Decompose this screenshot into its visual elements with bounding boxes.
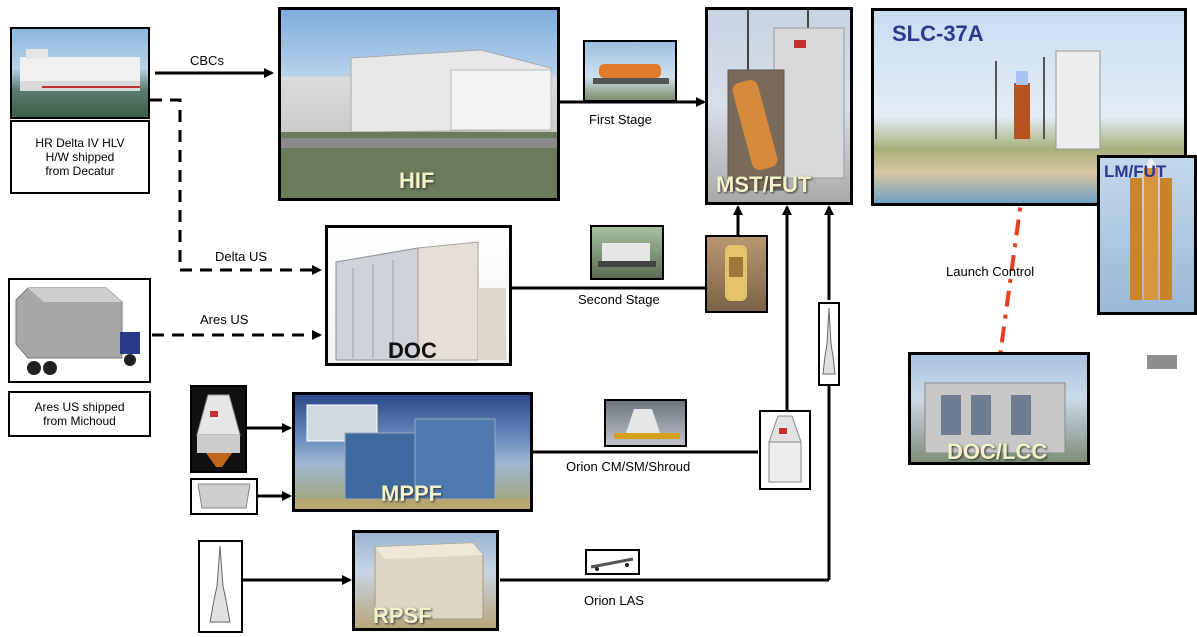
hif-hangar-icon: [281, 49, 557, 198]
mobile-service-tower-icon: [727, 10, 845, 191]
michoud-caption: Ares US shipped from Michoud: [8, 391, 151, 437]
delta-iv-heavy-icon: [1130, 158, 1172, 300]
first-stage-label: First Stage: [589, 112, 652, 127]
second-stage-label: Second Stage: [578, 292, 660, 307]
las-photo: [818, 302, 840, 386]
delta-us-dashed-line: [150, 98, 322, 275]
stage-in-tower-photo: [705, 235, 768, 313]
first-stage-booster-icon: [593, 64, 669, 84]
decatur-caption: HR Delta IV HLV H/W shipped from Decatur: [10, 120, 150, 194]
rpsf-building-photo: RPSF: [352, 530, 499, 631]
truck-photo: [8, 278, 151, 383]
orion-las-label: Orion LAS: [584, 593, 644, 608]
mst-fut-photo: MST/FUT: [705, 7, 853, 205]
transport-truck-icon: [15, 287, 140, 375]
doc-building-photo: DOC: [325, 225, 512, 366]
mppf-label: MPPF: [381, 481, 443, 506]
hif-building-photo: HIF: [278, 7, 560, 201]
las-transport-photo: [585, 549, 640, 575]
adapter-photo: [190, 478, 258, 515]
rpsf-label: RPSF: [373, 603, 432, 628]
spacecraft-adapter-icon: [197, 483, 251, 509]
orion-cm-label: Orion CM/SM/Shroud: [566, 459, 691, 474]
orion-crew-module-icon: [614, 409, 680, 439]
first-stage-photo: [583, 40, 677, 102]
rpsf-building-icon: [374, 542, 484, 620]
mst-fut-label: MST/FUT: [716, 172, 812, 197]
orion-spacecraft-icon: [768, 415, 802, 483]
second-stage-photo: [590, 225, 664, 280]
second-stage-transporter-icon: [598, 243, 656, 267]
launch-complex-icon: [995, 50, 1101, 150]
doc-lcc-label: DOC/LCC: [947, 439, 1048, 464]
ares-us-label: Ares US: [200, 312, 249, 327]
lm-fut-photo: LM/FUT: [1097, 155, 1197, 315]
las-transporter-icon: [590, 557, 634, 571]
mppf-building-photo: MPPF: [292, 392, 533, 512]
upper-stage-icon: [725, 245, 747, 301]
doc-lcc-photo: DOC/LCC: [908, 352, 1090, 465]
hif-label: HIF: [399, 168, 435, 193]
slc-37a-label: SLC-37A: [892, 21, 984, 46]
doc-label: DOC: [388, 338, 437, 363]
mppf-building-icon: [295, 404, 530, 509]
lm-fut-label: LM/FUT: [1104, 162, 1167, 181]
orion-stack-photo: [759, 410, 811, 490]
orion-capsule-photo: [190, 385, 247, 473]
orion-capsule-icon: [196, 394, 241, 467]
orion-cm-transport-photo: [604, 399, 687, 447]
launch-abort-system-icon: [822, 307, 836, 375]
gray-marker: [1147, 355, 1177, 369]
cbcs-label: CBCs: [190, 53, 224, 68]
las-left-photo: [198, 540, 243, 633]
doc-building-icon: [335, 241, 506, 361]
launch-control-label: Launch Control: [946, 264, 1035, 279]
cargo-ship-icon: [20, 49, 140, 91]
launch-abort-tower-icon: [209, 545, 231, 623]
ship-photo: [10, 27, 150, 119]
doc-lcc-building-icon: [924, 382, 1066, 454]
delta-us-label: Delta US: [215, 249, 268, 264]
